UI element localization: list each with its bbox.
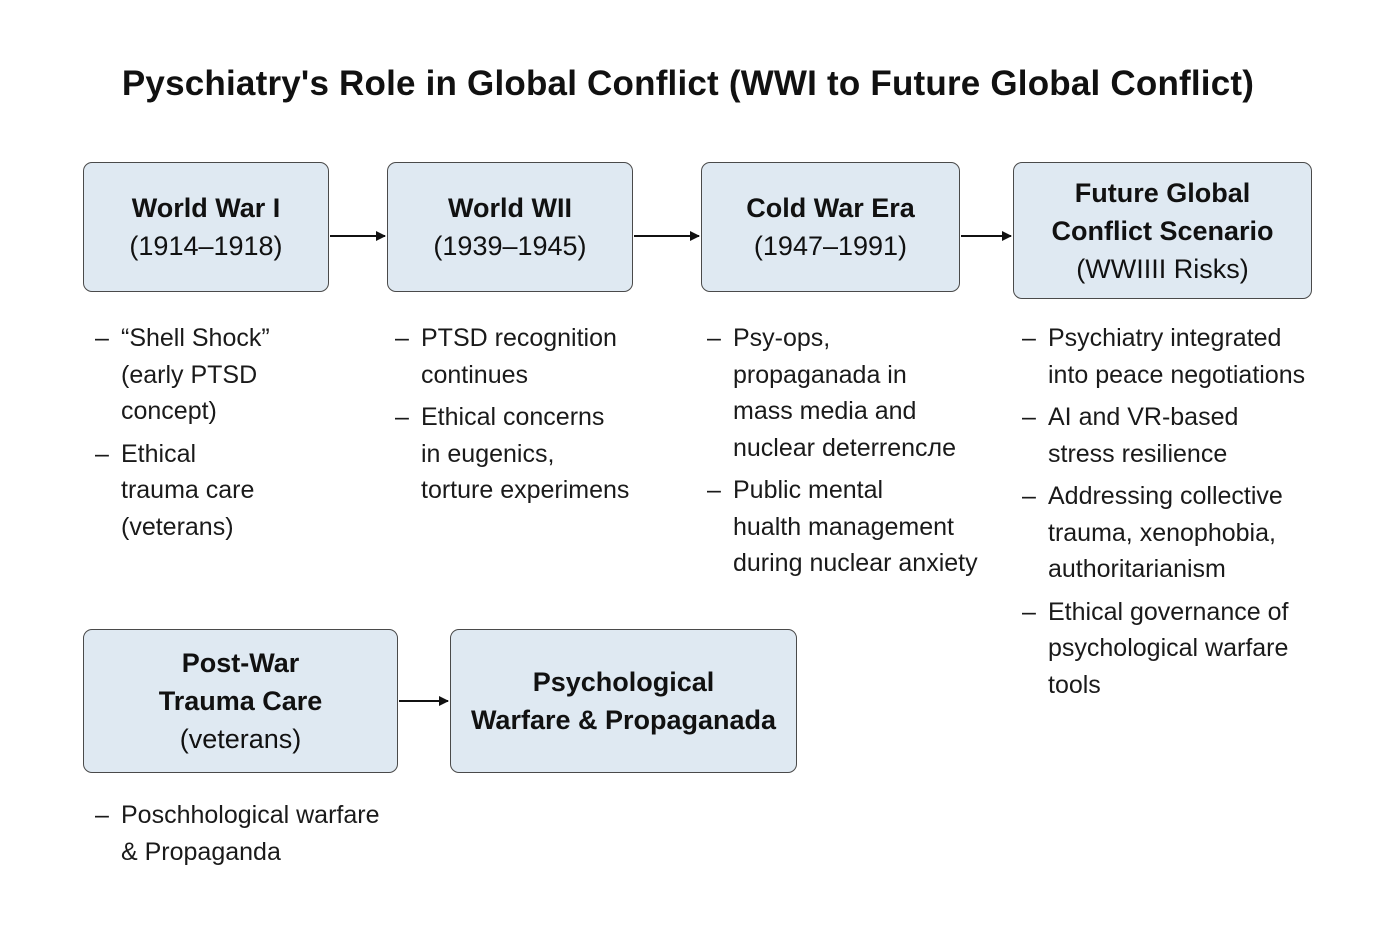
- note-line: “Shell Shock”: [121, 324, 270, 352]
- note-line: trauma care: [121, 476, 255, 504]
- bullet-dash: –: [95, 801, 109, 829]
- note-line: Ethical: [121, 439, 197, 468]
- notes-post-war-trauma-care: –Poschhological warfare & Propaganda: [95, 797, 379, 876]
- note-item: –Psy-ops, propaganada in mass media and nuc…: [707, 320, 978, 466]
- note-line: PTSD recognition: [421, 324, 617, 352]
- note-line: Ethical concerns: [421, 403, 605, 431]
- node-world-war-2: World WII (1939–1945): [387, 162, 633, 292]
- note-line: Psychiatry integrated: [1048, 324, 1282, 352]
- diagram-title: Pyschiatry's Role in Global Conflict (WW…: [121, 64, 1255, 103]
- bullet-dash: –: [95, 324, 109, 352]
- note-item: –“Shell Shock” (early PTSD concept): [95, 320, 270, 430]
- note-item: –Addressing collective trauma, xenophobia…: [1022, 478, 1305, 588]
- note-line: Psy-ops,: [733, 324, 831, 352]
- note-line: (early PTSD: [121, 360, 258, 389]
- note-line: propaganada in: [733, 360, 907, 389]
- ww2-line-0: World WII: [448, 193, 572, 223]
- note-item: –Psychiatry integrated into peace negotia…: [1022, 320, 1305, 393]
- note-line: stress resilience: [1048, 439, 1228, 468]
- post-war-line-2: (veterans): [179, 724, 302, 754]
- note-line: Addressing collective: [1048, 482, 1283, 510]
- bullet-dash: –: [1022, 324, 1036, 352]
- note-line: concept): [121, 397, 217, 425]
- node-cold-war-era: Cold War Era (1947–1991): [701, 162, 960, 292]
- bullet-dash: –: [95, 439, 109, 468]
- note-line: tools: [1048, 670, 1101, 699]
- cold-war-line-1: (1947–1991): [753, 231, 908, 261]
- note-line: authoritarianism: [1048, 555, 1226, 583]
- bullet-dash: –: [707, 476, 721, 504]
- cold-war-line-0: Cold War Era: [746, 193, 915, 223]
- note-item: –Public mental hualth management during nu…: [707, 472, 978, 582]
- note-item: –Ethical trauma care (veterans): [95, 436, 270, 546]
- note-line: Public mental: [733, 476, 884, 504]
- note-line: hualth management: [733, 512, 954, 541]
- bullet-dash: –: [1022, 403, 1036, 431]
- psych-warfare-line-1: Warfare & Propaganada: [470, 705, 777, 735]
- note-line: (veterans): [121, 512, 234, 541]
- note-line: into peace negotiations: [1048, 360, 1306, 389]
- post-war-line-1: Trauma Care: [158, 686, 323, 716]
- note-line: torture experimens: [421, 476, 630, 504]
- ww1-line-0: World War I: [131, 193, 281, 223]
- note-line: mass media and: [733, 397, 917, 425]
- node-world-war-1: World War I (1914–1918): [83, 162, 329, 292]
- future-line-0: Future Global: [1074, 177, 1251, 208]
- bullet-dash: –: [395, 324, 409, 352]
- note-item: –PTSD recognition continues: [395, 320, 629, 393]
- note-line: nuclear deterrencлe: [733, 433, 957, 462]
- note-item: –Ethical concerns in eugenics, torture exp…: [395, 399, 629, 509]
- psych-warfare-line-0: Psychological: [532, 667, 715, 697]
- note-line: psychological warfare: [1048, 634, 1289, 662]
- post-war-line-0: Post-War: [181, 648, 300, 678]
- note-line: Ethical governance of: [1048, 597, 1289, 626]
- ww1-line-1: (1914–1918): [129, 231, 283, 261]
- note-line: AI and VR-based: [1048, 403, 1239, 431]
- bullet-dash: –: [707, 324, 721, 352]
- bullet-dash: –: [1022, 597, 1036, 626]
- bullet-dash: –: [395, 403, 409, 431]
- future-line-1: Conflict Scenario: [1051, 215, 1274, 246]
- note-line: in eugenics,: [421, 439, 555, 468]
- note-line: & Propaganda: [121, 837, 281, 866]
- note-item: –Poschhological warfare & Propaganda: [95, 797, 379, 870]
- ww2-line-1: (1939–1945): [433, 231, 587, 261]
- note-item: –AI and VR-based stress resilience: [1022, 399, 1305, 472]
- note-item: –Ethical governance of psychological warf…: [1022, 594, 1305, 704]
- future-line-2: (WWIIII Risks): [1076, 253, 1249, 284]
- note-line: trauma, xenophobia,: [1048, 518, 1276, 547]
- note-line: during nuclear anxiety: [733, 549, 978, 577]
- note-line: Poschhological warfare: [121, 801, 380, 829]
- bullet-dash: –: [1022, 482, 1036, 510]
- note-line: continues: [421, 360, 529, 389]
